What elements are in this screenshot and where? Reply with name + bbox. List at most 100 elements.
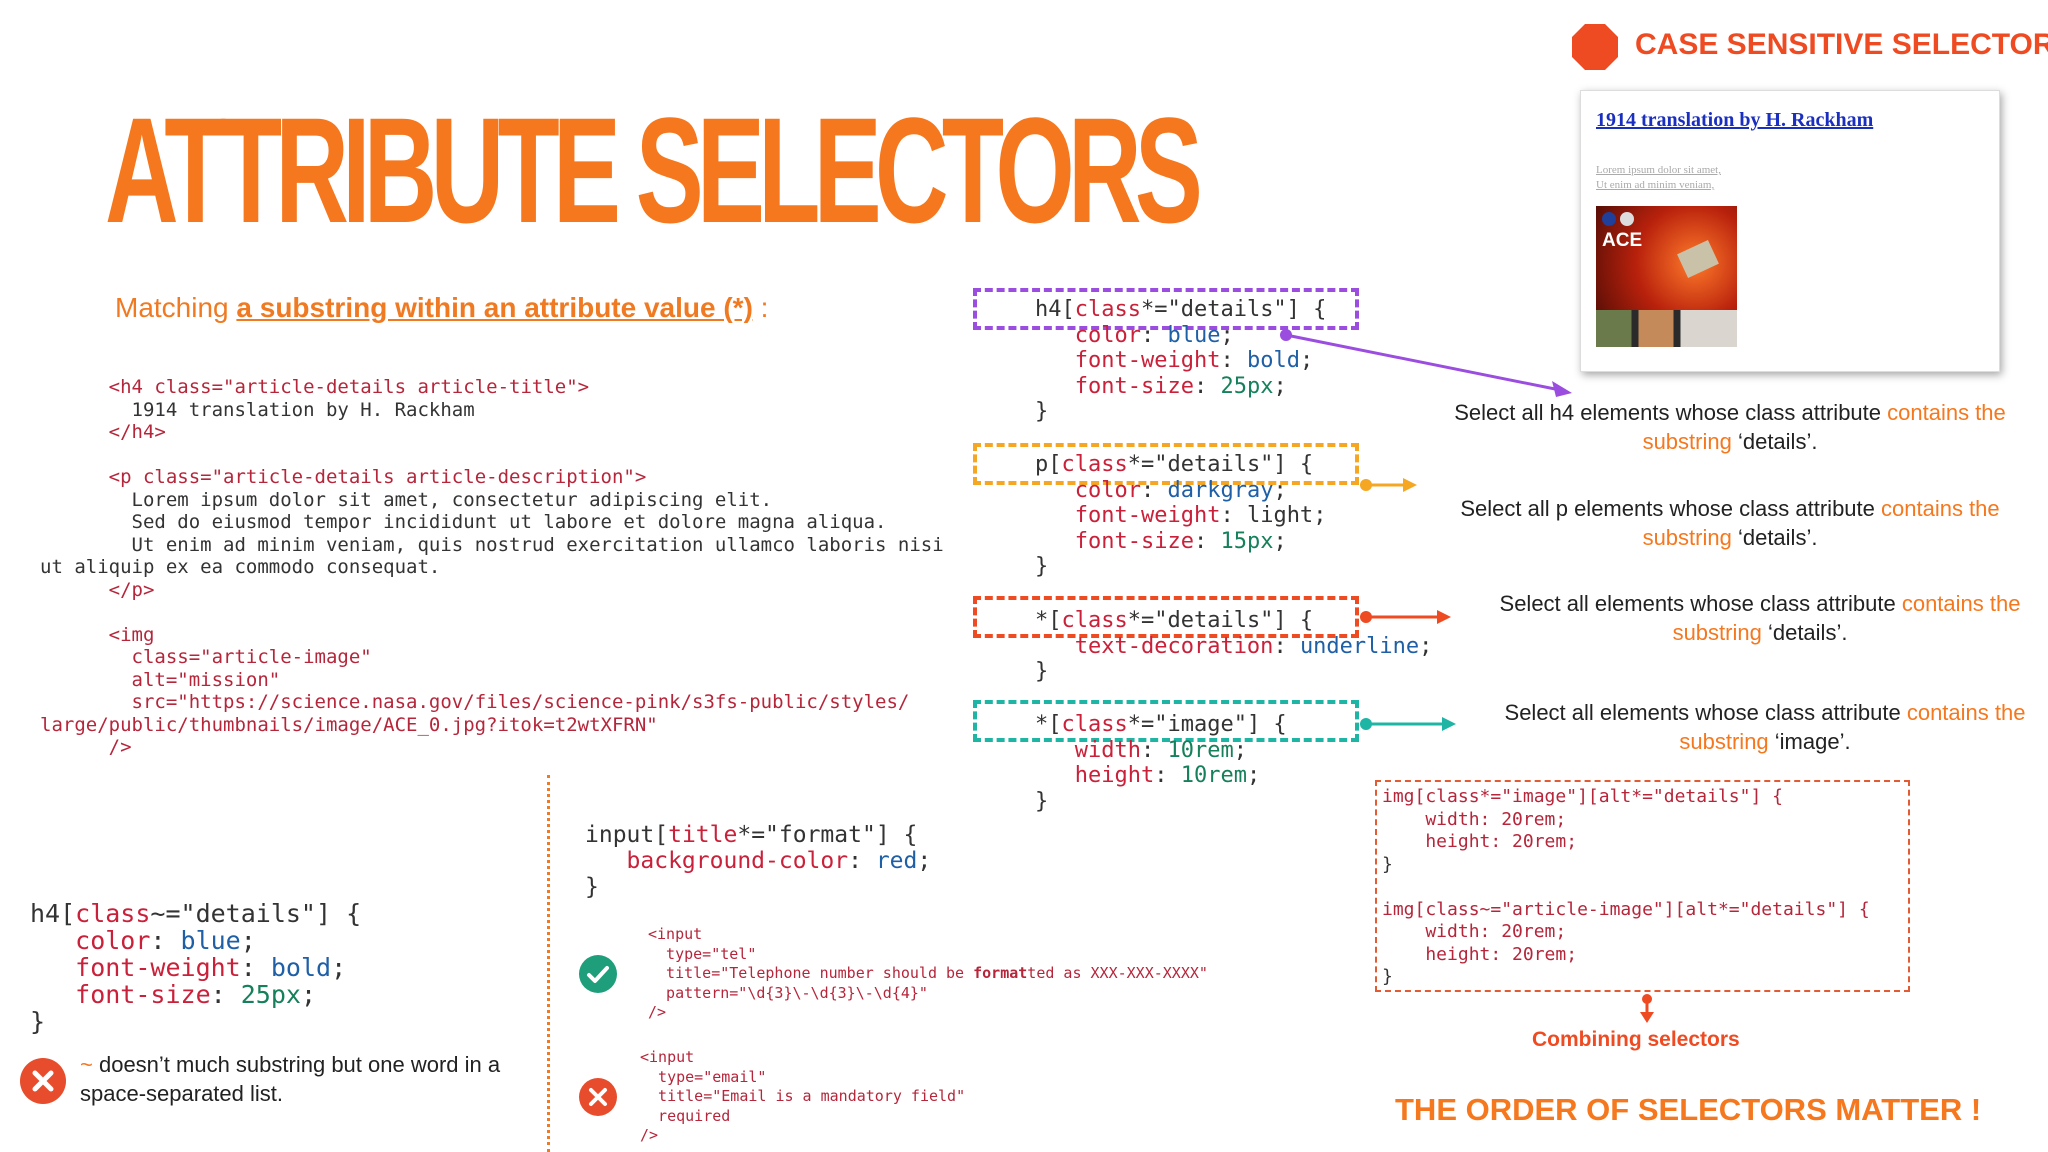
code-line: src="https://science.nasa.gov/files/scie… <box>108 691 910 713</box>
arrow-line <box>1285 333 1561 392</box>
preview-text: Ut enim ad minim veniam, <box>1596 179 1715 191</box>
preview-image: ACE <box>1596 206 1737 347</box>
error-x-icon <box>579 1078 617 1116</box>
code-line: <input <box>648 925 703 943</box>
subtitle: Matching a substring within an attribute… <box>115 292 768 324</box>
preview-image-label: ACE <box>1602 230 1643 251</box>
description-text: Select all elements whose class attribut… <box>1504 700 1907 725</box>
code-line: Lorem ipsum dolor sit amet, consectetur … <box>108 488 773 511</box>
property: height <box>1074 763 1155 788</box>
tilde-symbol: ~ <box>80 1052 93 1077</box>
css-rule-universal-details: *[class*="details"] { text-decoration: u… <box>1035 608 1433 684</box>
combining-code: img[class*="image"][alt*="details"] { wi… <box>1382 786 1870 989</box>
selector-op: *="details"] { <box>1127 452 1314 477</box>
value: blue <box>180 926 241 955</box>
code-line: Ut enim ad minim veniam, quis nostrud ex… <box>108 533 944 556</box>
arrow-head <box>1442 717 1456 731</box>
selector: h4[ <box>30 899 76 928</box>
property: font-weight <box>75 953 241 982</box>
arrow-head <box>1403 478 1417 492</box>
selector-attr: class <box>1074 297 1141 322</box>
rule-description: Select all p elements whose class attrib… <box>1430 494 2030 552</box>
value: darkgray <box>1167 477 1274 503</box>
rule-description: Select all elements whose class attribut… <box>1465 698 2048 756</box>
order-note: THE ORDER OF SELECTORS MATTER ! <box>1395 1092 1982 1127</box>
value: 25px <box>240 980 301 1009</box>
close-brace: } <box>1035 659 1049 684</box>
close-brace: } <box>1035 554 1049 579</box>
code-line: <input <box>640 1048 695 1066</box>
code-line: </h4> <box>108 421 166 443</box>
code-line: required <box>640 1106 731 1125</box>
code-line: height: 20rem; <box>1382 943 1578 965</box>
selector-attr: class <box>75 899 151 928</box>
code-line: class="article-image" <box>108 646 372 668</box>
code-line: img[class~="article-image"][alt*="detail… <box>1382 898 1870 920</box>
selector: p[ <box>1035 452 1062 477</box>
property: font-size <box>75 980 211 1009</box>
subtitle-prefix: Matching <box>115 292 237 323</box>
css-rule-tilde: h4[class~="details"] { color: blue; font… <box>30 899 362 1036</box>
property: font-weight <box>1074 503 1221 528</box>
property: color <box>1074 322 1141 348</box>
code-line: } <box>1382 853 1393 875</box>
code-line: width: 20rem; <box>1382 921 1567 942</box>
rule-highlight-box <box>973 700 1359 742</box>
selector-op: *="image"] { <box>1127 712 1287 737</box>
css-rule-universal-image: *[class*="image"] { width: 10rem; height… <box>1035 712 1287 814</box>
description-text: Select all elements whose class attribut… <box>1499 591 1902 616</box>
property: text-decoration <box>1074 633 1274 659</box>
code-line: /> <box>640 1126 659 1144</box>
thumbnail-strip <box>1596 310 1737 347</box>
code-line: /> <box>648 1003 667 1021</box>
code-line: pattern="\d{3}\-\d{3}\-\d{4}" <box>648 983 928 1002</box>
property: width <box>1074 737 1141 763</box>
arrow-rule-3 <box>1360 610 1451 624</box>
code-line: ut aliquip ex ea commodo consequat. <box>40 556 441 578</box>
agency-logo-icon <box>1620 212 1634 226</box>
stop-icon <box>1572 24 1618 70</box>
css-rule-input: input[title*="format"] { background-colo… <box>585 822 932 900</box>
css-rule-h4: h4[class*="details"] { color: blue; font… <box>1035 297 1327 424</box>
html-code-block: <h4 class="article-details article-title… <box>40 376 944 759</box>
preview-text: Lorem ipsum dolor sit amet, <box>1596 164 1721 176</box>
selector-attr: class <box>1061 712 1128 737</box>
combining-label: Combining selectors <box>1532 1028 1740 1051</box>
arrow-rule-1 <box>1280 329 1572 397</box>
selector-attr: title <box>668 822 738 848</box>
code-line: large/public/thumbnails/image/ACE_0.jpg?… <box>40 713 658 736</box>
code-line: type="email" <box>640 1067 767 1086</box>
code-line: ted as XXX-XXX-XXXX" <box>1027 964 1208 982</box>
page-title: ATTRIBUTE SELECTORS <box>105 86 1203 254</box>
property: color <box>1074 477 1141 503</box>
rule-description: Select all elements whose class attribut… <box>1460 589 2048 647</box>
value: 15px <box>1220 528 1274 554</box>
code-line: <p class="article-details article-descri… <box>108 466 647 488</box>
preview-heading: 1914 translation by H. Rackham <box>1596 109 1874 131</box>
close-brace: } <box>30 1007 46 1036</box>
value: red <box>875 848 918 874</box>
selector: h4[ <box>1035 297 1075 322</box>
arrow-down-icon <box>1640 994 1654 1023</box>
rendered-preview: 1914 translation by H. Rackham Lorem ips… <box>1580 90 2000 372</box>
value: underline <box>1299 633 1420 659</box>
selector-op: *="details"] { <box>1127 608 1314 633</box>
error-x-icon <box>20 1058 66 1104</box>
case-sensitive-label: CASE SENSITIVE SELECTOR <box>1635 28 2048 61</box>
selector-op: ~="details"] { <box>150 899 362 928</box>
selector: input[ <box>585 822 669 848</box>
selector: *[ <box>1035 608 1062 633</box>
property: font-weight <box>1074 348 1221 373</box>
description-text: Select all p elements whose class attrib… <box>1460 496 1881 521</box>
tilde-note-text: doesn’t much substring but one word in a… <box>80 1052 501 1106</box>
property: font-size <box>1074 373 1194 399</box>
code-line: } <box>1382 966 1393 987</box>
value: 10rem <box>1167 737 1234 763</box>
code-line: width: 20rem; <box>1382 808 1567 830</box>
arrow-rule-2 <box>1360 478 1417 492</box>
rule-highlight-box <box>973 596 1359 638</box>
code-line: <img <box>108 623 155 646</box>
selector-op: *="format"] { <box>737 822 918 848</box>
value: 25px <box>1220 373 1274 399</box>
code-line: 1914 translation by H. Rackham <box>108 398 475 421</box>
